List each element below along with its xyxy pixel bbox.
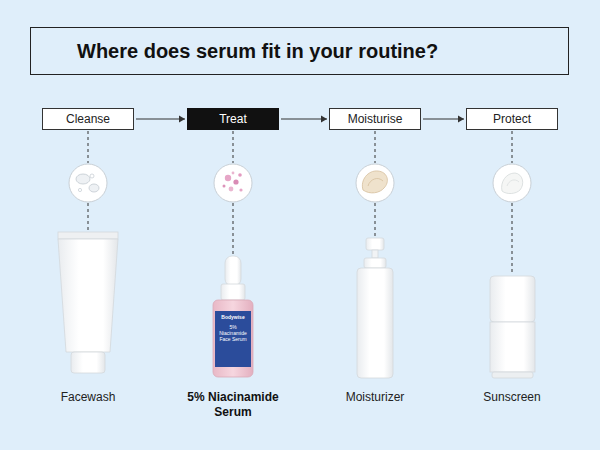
- pump-stem: [372, 250, 378, 258]
- sunscreen-stick: [490, 276, 535, 378]
- gel-blob: [76, 174, 90, 184]
- dashed-line: [512, 203, 513, 275]
- step-box: Moisturise: [329, 108, 421, 130]
- dashed-line: [233, 131, 234, 163]
- serum-drop: [239, 188, 242, 191]
- bottle-body: [357, 268, 393, 378]
- sunscreen-swatch: [493, 164, 531, 202]
- stick-base: [492, 372, 533, 378]
- gel-bubble: [78, 188, 81, 191]
- serum-swatch: [214, 164, 252, 202]
- bottle-label-text: 5% Niacinamide Face Serum: [217, 324, 249, 342]
- step-label: Cleanse: [66, 109, 110, 129]
- step-box: Treat: [187, 108, 279, 130]
- arrow-line: [423, 118, 464, 119]
- swatch-circle: [493, 164, 531, 202]
- arrow-line: [136, 118, 185, 119]
- arrow-head: [458, 116, 464, 123]
- gel-blob: [89, 184, 99, 192]
- step-label: Treat: [219, 109, 247, 129]
- serum-drop: [225, 175, 231, 181]
- step-box: Cleanse: [42, 108, 134, 130]
- dashed-guides: [88, 131, 512, 275]
- gel-swatch: [69, 164, 107, 202]
- serum-drop: [238, 173, 242, 177]
- title-box: Where does serum fit in your routine?: [30, 27, 569, 75]
- product-name: Sunscreen: [452, 390, 572, 405]
- stick-cap: [490, 276, 535, 322]
- arrow-head: [179, 116, 185, 123]
- product-name: Moisturizer: [315, 390, 435, 405]
- arrow-line: [281, 118, 327, 119]
- arrow-head: [321, 116, 327, 123]
- dashed-line: [233, 203, 234, 255]
- serum-drop: [233, 179, 238, 184]
- cream-swirl: [368, 179, 383, 186]
- title-text: Where does serum fit in your routine?: [31, 28, 568, 74]
- serum-drop: [223, 185, 226, 188]
- brand-mark: Bodywise: [216, 314, 250, 320]
- dashed-line: [512, 131, 513, 163]
- swatch-circle: [356, 164, 394, 202]
- tube-body: [58, 239, 118, 352]
- serum-drop: [232, 172, 235, 175]
- step-label: Protect: [493, 109, 531, 129]
- tube-cap: [71, 352, 105, 373]
- dropper-bulb: [225, 256, 241, 286]
- dashed-line: [88, 131, 89, 163]
- moisturizer-bottle: [357, 238, 393, 378]
- swatch-circle: [69, 164, 107, 202]
- serum-drop: [229, 187, 234, 192]
- cream-swatch: [356, 164, 394, 202]
- step-box: Protect: [466, 108, 558, 130]
- dashed-line: [375, 203, 376, 237]
- glass-bottle: [213, 300, 253, 377]
- dashed-line: [375, 131, 376, 163]
- product-name: Facewash: [28, 390, 148, 405]
- cream-smear: [502, 173, 523, 194]
- dashed-line: [88, 203, 89, 231]
- cream-smear: [362, 171, 387, 193]
- bottle-label: [215, 311, 251, 367]
- flow-arrow: [136, 116, 185, 123]
- stick-body: [490, 322, 535, 372]
- serum-bottle: [213, 256, 253, 377]
- swatch-circle: [214, 164, 252, 202]
- step-label: Moisturise: [348, 109, 403, 129]
- gel-bubble: [90, 174, 94, 178]
- facewash-tube: [58, 232, 118, 373]
- flow-arrow: [423, 116, 464, 123]
- cream-swirl: [507, 180, 519, 186]
- product-name: 5% Niacinamide Serum: [183, 390, 283, 420]
- tube-crimp: [58, 232, 118, 239]
- pump-collar: [364, 258, 386, 268]
- pump-head: [366, 238, 384, 250]
- dropper-collar: [221, 284, 245, 300]
- flow-arrow: [281, 116, 327, 123]
